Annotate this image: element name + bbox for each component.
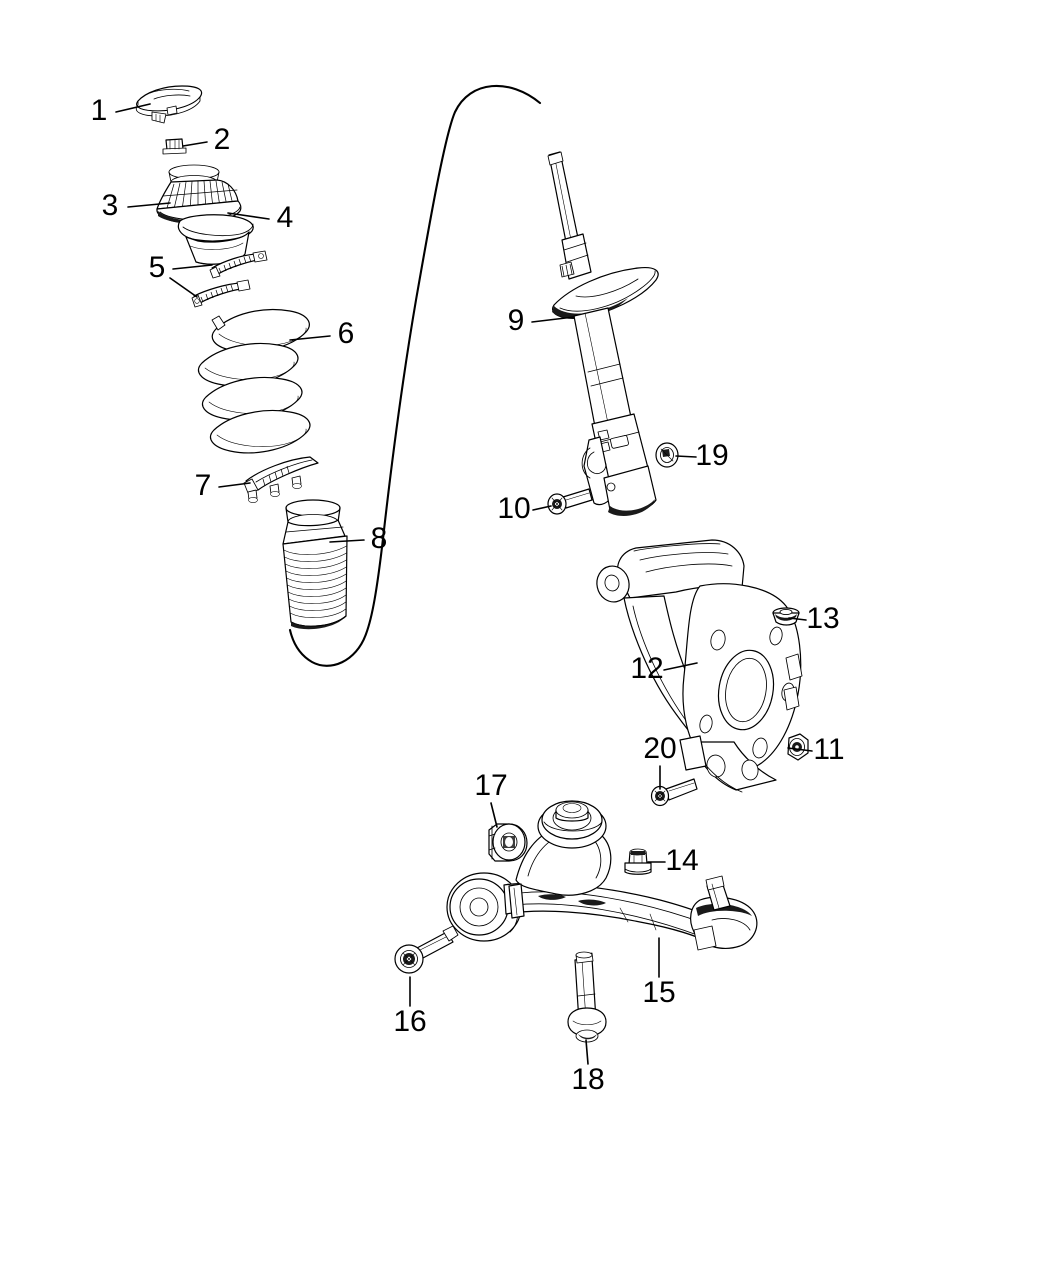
callout-number-17: 17 [474,769,507,802]
part-upper-strut-mount [156,164,242,224]
part-lower-control-arm [446,800,758,951]
part-knuckle-nut [787,733,809,761]
callout-number-10: 10 [497,492,530,525]
callout-4: 4 [227,201,294,234]
callout-number-20: 20 [643,732,676,765]
callout-20: 20 [643,732,677,790]
callout-number-1: 1 [91,94,108,127]
callout-6: 6 [289,317,355,350]
callout-2: 2 [182,123,231,156]
leader-line-7 [218,482,251,488]
leader-line-9 [531,316,575,323]
part-knuckle-pinch-bolt [650,778,698,807]
callout-number-6: 6 [338,317,355,350]
part-jounce-bumper-dust-boot [282,499,348,630]
leader-line-4 [227,212,270,220]
callout-11: 11 [787,733,845,766]
callout-1: 1 [91,94,151,127]
part-lower-spring-seat [243,456,319,503]
part-knuckle-stud-bushing [772,607,800,626]
callout-18: 18 [571,1039,605,1096]
part-steering-knuckle [596,539,803,793]
callout-number-4: 4 [277,201,294,234]
callout-16: 16 [393,976,427,1038]
callout-15: 15 [642,937,676,1009]
part-strut-to-knuckle-bolt [547,488,593,515]
leader-line-10 [532,505,552,511]
part-strut-mount-cap [135,85,203,124]
callout-number-18: 18 [571,1063,604,1096]
callout-8: 8 [329,522,388,555]
callout-5: 5 [149,251,213,298]
spring-assembly-indicator [288,84,542,667]
part-strut-shock-absorber [547,151,659,516]
callout-number-15: 15 [642,976,675,1009]
callout-12: 12 [630,652,698,685]
callout-13: 13 [788,602,840,635]
callout-number-16: 16 [393,1005,426,1038]
part-strut-rod-nut [162,138,187,155]
leader-line-6 [289,335,331,341]
leader-line-13 [788,617,807,621]
callout-9: 9 [508,304,575,337]
callout-17: 17 [474,769,508,828]
callout-14: 14 [647,844,699,877]
part-spring-isolator [191,250,268,308]
part-control-arm-front-bolt [394,925,459,974]
callout-3: 3 [102,189,171,222]
callout-19: 19 [675,439,729,472]
part-strut-bearing-plate [177,214,254,265]
callout-number-9: 9 [508,304,525,337]
callout-number-19: 19 [695,439,728,472]
leader-line-2 [182,141,208,147]
leader-line-5-2 [169,277,198,298]
leader-line-19 [675,455,697,458]
callout-number-14: 14 [665,844,698,877]
callout-10: 10 [497,492,552,525]
part-ball-joint-nut [624,848,652,875]
callout-number-3: 3 [102,189,119,222]
leader-line-3 [127,202,171,208]
leader-line-18 [585,1039,589,1065]
leader-line-12 [663,662,698,671]
callout-number-13: 13 [806,602,839,635]
callout-number-5: 5 [149,251,166,284]
leader-line-1 [115,103,151,113]
part-strut-mounting-nut [655,442,679,468]
callout-number-12: 12 [630,652,663,685]
part-front-coil-spring [197,308,311,454]
leader-line-5 [172,264,213,270]
callout-number-8: 8 [371,522,388,555]
leader-line-11 [787,747,813,752]
callout-7: 7 [195,469,251,502]
part-control-arm-rear-bushing [488,823,528,862]
part-control-arm-rear-bolt [567,951,607,1043]
callout-number-7: 7 [195,469,212,502]
callout-number-2: 2 [214,123,231,156]
leader-line-8 [329,539,365,543]
callout-number-11: 11 [813,733,844,766]
leader-line-17 [490,802,498,828]
